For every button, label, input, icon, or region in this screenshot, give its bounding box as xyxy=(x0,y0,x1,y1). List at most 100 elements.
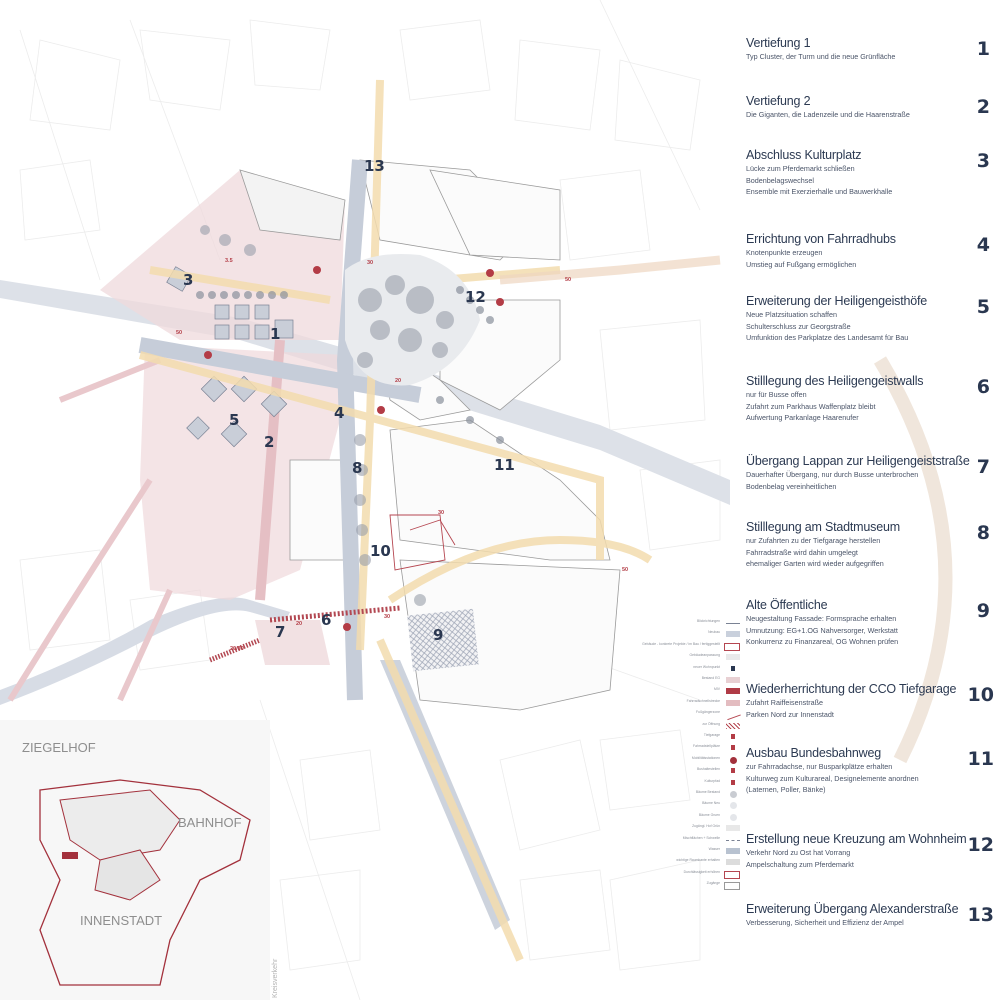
legend-swatch xyxy=(730,813,737,821)
legend-swatch xyxy=(726,654,740,661)
yellow-bike-routes xyxy=(138,79,653,962)
measure-number: 10 xyxy=(967,684,994,706)
legend-entry: Fahrradschnellstrecke xyxy=(660,698,742,708)
speed-label: 30 xyxy=(384,614,390,620)
legend-entry: zur Öffnung xyxy=(660,721,742,731)
measure-description-line: ehemaliger Garten wird wieder aufgegriff… xyxy=(746,559,884,568)
measure-item-11: Ausbau Bundesbahnweg zur Fahrradachse, nu… xyxy=(746,746,1000,796)
measure-title: Ausbau Bundesbahnweg xyxy=(746,746,882,760)
speed-label: 20 xyxy=(296,621,302,627)
legend-label: Bäume Bestand xyxy=(695,790,720,794)
legend-entry: Fußgängerzone xyxy=(660,709,742,721)
legend-swatch xyxy=(726,688,740,695)
pink-road-axis xyxy=(255,339,285,601)
legend-entry: Gebäudeanpassung xyxy=(660,652,742,662)
measure-description-line: Umstieg auf Fußgang ermöglichen xyxy=(746,259,857,269)
measure-number: 11 xyxy=(967,748,994,770)
measure-description-line: Zufahrt zum Parkhaus Waffenplatz bleibt xyxy=(746,401,876,411)
measure-description-line: Dauerhafter Übergang, nur durch Busse un… xyxy=(746,470,919,479)
legend-label: Gebäudeanpassung xyxy=(689,653,720,658)
legend-label: Bäume Neu xyxy=(702,801,720,806)
legend-entry: Mobilitätsstationen xyxy=(660,755,742,765)
marker-5: 5 xyxy=(229,411,239,429)
legend-label: Bushaltestellen xyxy=(697,767,720,772)
measure-description-line: Bodenbelagswechsel xyxy=(746,175,814,185)
river-haaren xyxy=(0,597,290,705)
legend-swatch xyxy=(726,825,740,832)
measure-description-line: Lücke zum Pferdemarkt schließen xyxy=(746,164,855,173)
measure-description-line: Ampelschaltung zum Pferdemarkt xyxy=(746,859,854,869)
marker-8: 8 xyxy=(352,459,362,477)
measure-title: Abschluss Kulturplatz xyxy=(746,148,862,162)
measure-number: 13 xyxy=(967,904,994,926)
marker-13: 13 xyxy=(364,157,385,175)
measure-description-line: Verkehr Nord zu Ost hat Vorrang xyxy=(746,848,851,857)
legend-entry: Bestand EG xyxy=(660,675,742,685)
measure-title: Vertiefung 1 xyxy=(746,36,811,50)
measure-title: Errichtung von Fahrradhubs xyxy=(746,232,896,246)
legend-label: Fußgängerzone xyxy=(696,710,720,715)
legend-label: zur Öffnung xyxy=(702,721,720,726)
measure-title: Stilllegung am Stadtmuseum xyxy=(746,520,900,534)
measure-description-line: Umnutzung: EG+1.OG Nahversorger, Werksta… xyxy=(746,625,898,635)
legend-label: Zugängl. Hof Grün xyxy=(692,824,720,829)
measure-description-line: nur Zufahrten zu der Tiefgarage herstell… xyxy=(746,536,881,545)
legend-entry: Neubau xyxy=(660,629,742,639)
legend-entry: Kulturpfad xyxy=(660,778,742,788)
legend-swatch xyxy=(726,620,740,624)
measure-description-line: Fahrradstraße wird dahin umgelegt xyxy=(746,547,858,557)
legend-swatch xyxy=(731,768,735,774)
measure-number: 9 xyxy=(976,600,990,622)
legend-entry: Bushaltestellen xyxy=(660,766,742,776)
legend-label: Gebäude - konkrete Projekte / im Bau / f… xyxy=(642,641,720,646)
legend-swatch xyxy=(724,882,740,891)
legend-entry: Zugängl. Hof Grün xyxy=(660,823,742,833)
measure-description-line: Verbesserung, Sicherheit und Effizienz d… xyxy=(746,918,904,927)
measure-item-1: Vertiefung 1 Typ Cluster, der Turm und di… xyxy=(746,36,1000,63)
label-bahnhof: BAHNHOF xyxy=(178,815,242,830)
measure-description-line: Neugestaltung Fassade: Formsprache erhal… xyxy=(746,614,897,623)
legend-entry: Gebäude - konkrete Projekte / im Bau / f… xyxy=(642,641,742,651)
measure-description-line: zur Fahrradachse, nur Busparkplätze erha… xyxy=(746,762,893,771)
measure-title: Alte Öffentliche xyxy=(746,598,828,612)
legend-label: Kulturpfad xyxy=(704,778,720,783)
measure-description-line: Typ Cluster, der Turm und die neue Grünf… xyxy=(746,52,896,61)
speed-label: 50 xyxy=(565,277,571,283)
tree-rows xyxy=(196,286,504,444)
map-place-labels: ZIEGELHOF BAHNHOF INNENSTADT Kreisverkeh… xyxy=(22,740,279,998)
measure-description-line: Konkurrenz zu Finanzareal, OG Wohnen prü… xyxy=(746,637,899,646)
measure-description-line: Die Giganten, die Ladenzeile und die Haa… xyxy=(746,110,910,119)
legend-entry: MIV xyxy=(660,686,742,696)
measure-description-line: Umfunktion des Parkplatze des Landesamt … xyxy=(746,333,909,342)
legend-label: Bestand EG xyxy=(701,676,720,680)
measure-description-line: Bodenbelag vereinheitlichen xyxy=(746,481,837,491)
legend-entry: Wasser xyxy=(660,846,742,856)
legend-swatch xyxy=(724,642,740,651)
legend-swatch xyxy=(726,859,740,866)
legend-entry: Tiefgarage xyxy=(660,732,742,742)
measure-description-line: nur für Busse offen xyxy=(746,390,807,399)
measure-description-line: (Laternen, Poller, Bänke) xyxy=(746,785,826,794)
measure-number: 1 xyxy=(976,38,990,60)
legend-swatch xyxy=(726,722,740,729)
legend-label: Fahrradstellplätze xyxy=(693,744,720,749)
legend-entry: Blickrichtungen xyxy=(660,618,742,628)
legend-entry: Bäume Gruen xyxy=(660,812,742,822)
marker-2: 2 xyxy=(264,433,274,451)
label-ziegelhof: ZIEGELHOF xyxy=(22,740,96,755)
legend-entry: wichtige Raumkante erhalten xyxy=(660,857,742,867)
legend-label: Mischflächen + Schwelle xyxy=(682,835,720,840)
legend-entry: neuer Wohnpunkt xyxy=(660,664,742,674)
measure-description-line: Parken Nord zur Innenstadt xyxy=(746,709,834,719)
measure-number: 8 xyxy=(976,522,990,544)
marker-6: 6 xyxy=(321,611,331,629)
highlight-buildings-red xyxy=(389,514,456,571)
speed-label: 50 xyxy=(622,567,628,573)
